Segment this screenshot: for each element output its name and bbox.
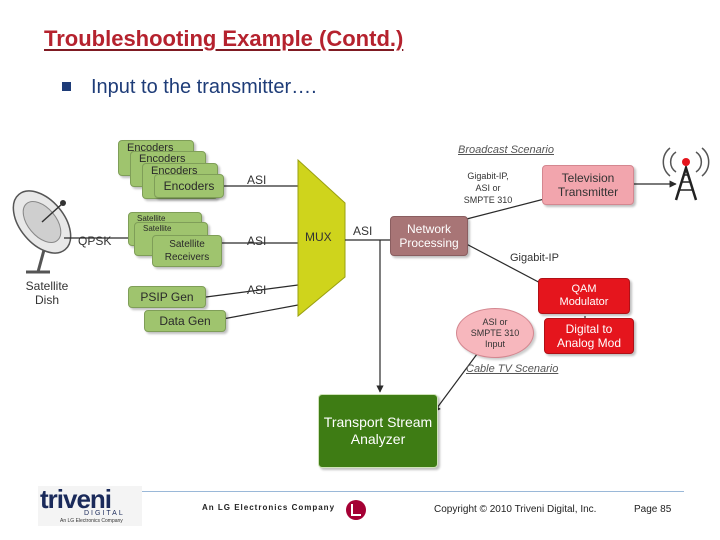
lg-logo-icon (346, 500, 366, 520)
data-gen-box: Data Gen (144, 310, 226, 332)
television-transmitter-box: Television Transmitter (542, 165, 634, 205)
transport-stream-analyzer-box: Transport Stream Analyzer (318, 394, 438, 468)
logo-sub: DIGITAL (84, 510, 125, 517)
page-number: Page 85 (634, 504, 672, 515)
mux-label: MUX (305, 230, 332, 244)
asi-label-mid: ASI (247, 234, 267, 248)
asi-out-label: ASI (353, 224, 373, 238)
broadcast-tower-icon (662, 147, 710, 201)
satellite-receivers-box: Satellite Receivers (152, 235, 222, 267)
cable-tv-scenario-label: Cable TV Scenario (466, 363, 559, 375)
qam-modulator-box: QAM Modulator (538, 278, 630, 314)
bullet-text: Input to the transmitter…. (91, 76, 317, 98)
asi-smpte-input-oval: ASI or SMPTE 310 Input (456, 308, 534, 358)
psip-gen-box: PSIP Gen (128, 286, 206, 308)
asi-label-top: ASI (247, 173, 267, 187)
satellite-dish-label: Satellite Dish (25, 279, 69, 307)
encoders-box: Encoders (154, 174, 224, 198)
gigabit-ip-label: Gigabit-IP (510, 252, 559, 264)
broadcast-scenario-label: Broadcast Scenario (458, 144, 554, 156)
qpsk-label: QPSK (78, 234, 112, 248)
mux-block (297, 158, 346, 318)
digital-to-analog-box: Digital to Analog Mod (544, 318, 634, 354)
gigabit-ip-asi-label: Gigabit-IP, ASI or SMPTE 310 (463, 171, 513, 205)
logo-tagline: An LG Electronics Company (60, 518, 123, 524)
logo-name: triveni (40, 484, 112, 514)
copyright-text: Copyright © 2010 Triveni Digital, Inc. (434, 504, 597, 515)
footer-divider (38, 491, 684, 492)
asi-label-bottom: ASI (247, 283, 267, 297)
slide-title: Troubleshooting Example (Contd.) (44, 26, 404, 51)
triveni-logo: triveni DIGITAL An LG Electronics Compan… (38, 484, 142, 526)
bullet-square-icon (62, 82, 71, 91)
company-tagline: An LG Electronics Company (202, 503, 336, 512)
network-processing-box: Network Processing (390, 216, 468, 256)
satellite-dish-icon (12, 190, 72, 274)
